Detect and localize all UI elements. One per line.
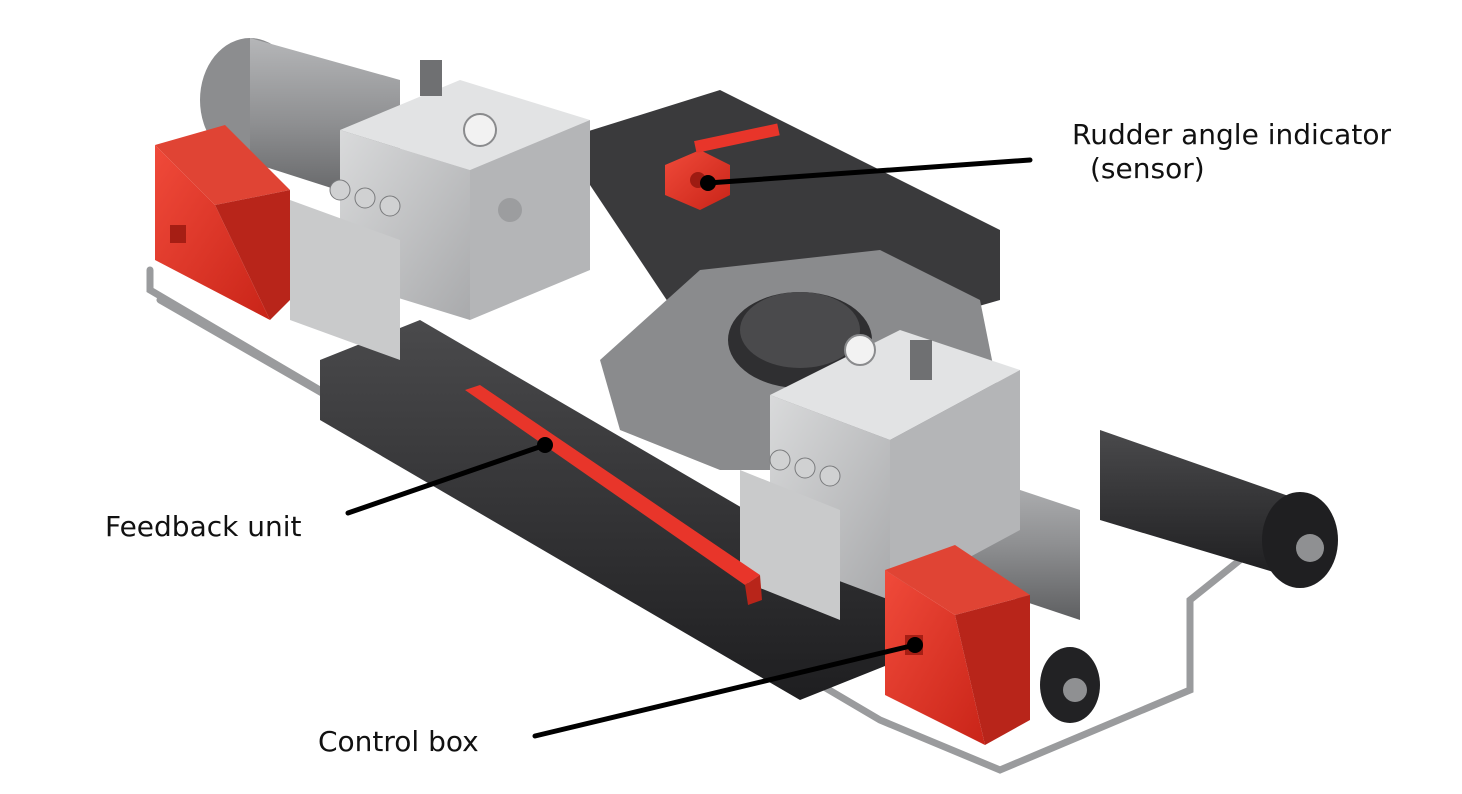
callout-rudder-angle-indicator: Rudder angle indicator (sensor)	[1072, 118, 1391, 186]
callout-feedback-unit: Feedback unit	[105, 510, 302, 543]
control-box-left	[155, 125, 290, 320]
callout-rudder-line1: Rudder angle indicator	[1072, 118, 1391, 151]
valve-block-left	[290, 179, 401, 360]
leader-dot-rudder	[700, 175, 716, 191]
callout-control-box: Control box	[318, 725, 479, 758]
leader-dot-control	[907, 637, 923, 653]
leader-dot-feedback	[537, 437, 553, 453]
hydraulic-tank-right	[770, 330, 1020, 600]
leader-line-feedback	[345, 442, 548, 516]
front-cylinder-right	[960, 430, 1338, 723]
leader-line-control	[532, 642, 918, 739]
control-box-right	[885, 545, 1030, 745]
feedback-unit-rod	[465, 385, 762, 605]
callout-rudder-line2: (sensor)	[1090, 152, 1205, 185]
leader-line-rudder	[705, 157, 1033, 186]
valve-block-right	[740, 449, 841, 620]
hydraulic-tank-left	[340, 60, 590, 320]
leader-lines	[345, 157, 1033, 739]
